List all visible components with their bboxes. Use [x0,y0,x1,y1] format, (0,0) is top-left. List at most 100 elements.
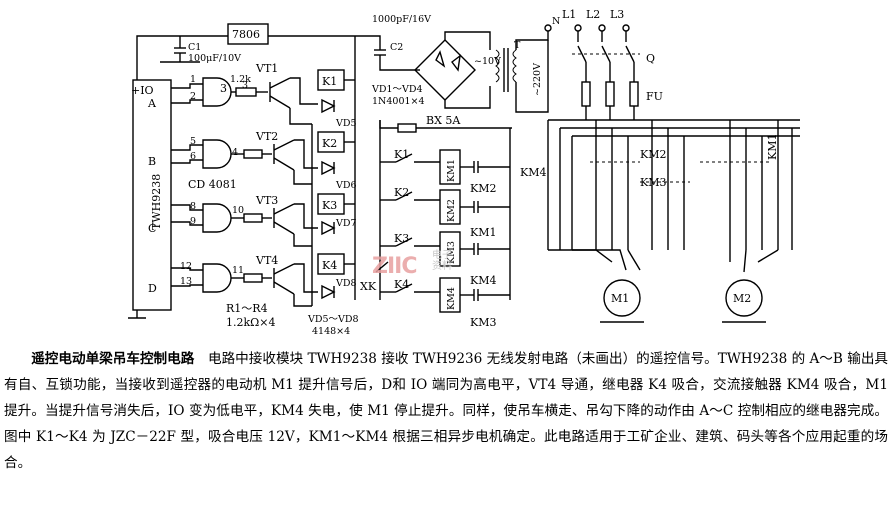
resistor-r3 [243,213,263,223]
coil-km4-label: KM4 [446,287,457,310]
bridge-label: VD1～VD4 [371,84,423,95]
switch-k3-label: K3 [394,232,409,245]
bridge-rectifier [414,39,476,101]
transformer-secondary [495,49,500,83]
vd5-label: VD5 [335,118,357,129]
relay-k2 [317,131,355,176]
vd6-label: VD6 [335,180,357,191]
and-gate-1 [202,77,232,107]
resistor-r4 [243,273,263,283]
phase-l2: L2 [586,8,600,21]
r1-value: 1.2k [230,74,251,85]
vt1-label: VT1 [255,62,278,75]
motor-m1-label: M1 [611,292,629,305]
and-gate-4 [202,263,232,293]
transistor-vt1 [269,77,291,109]
motor-m1 [603,279,641,317]
vd7-label: VD7 [335,218,357,229]
regulator-7806 [227,23,269,45]
relay-k1 [317,69,355,114]
main-km4: KM4 [520,166,546,179]
and-gate-3 [202,203,232,233]
interlock-contacts [460,161,510,301]
trans-t: T [514,40,521,51]
node-n: N [552,16,560,27]
vt2-label: VT2 [255,130,278,143]
transistor-vt3 [273,203,295,235]
coil-km1-label: KM1 [446,159,457,182]
circuit-diagram: TWH9238 +IO A B C D 7806 C1 100μF/10V 1 … [128,8,800,337]
pin-1: 1 [190,74,196,85]
phase-l3: L3 [610,8,624,21]
twh9238-label: TWH9238 [150,174,163,230]
pin-10: 10 [232,205,244,216]
relay-k4 [317,253,355,300]
fuse-bx [397,123,417,133]
and-gate-2 [202,139,232,169]
pin-8: 8 [190,201,196,212]
vt4-label: VT4 [255,254,278,267]
switch-k4-label: K4 [394,278,409,291]
twh9238-module [132,79,172,311]
trans-secondary: ~10V [474,56,501,67]
regulator-label: 7806 [232,28,260,41]
fuse-bx-label: BX 5A [426,114,461,127]
fu-label: FU [646,90,663,103]
switch-k4 [380,283,440,293]
watermark-sub2: 资料 [432,261,452,272]
pin-2: 2 [190,91,196,102]
pin-3: 3 [242,80,248,91]
q-label: Q [646,52,655,65]
watermark-sub1: 电子 [432,250,452,261]
c1-label: C1 [188,42,201,53]
interlock-km4: KM4 [470,274,496,287]
xk-label: XK [360,280,377,293]
c1-value: 100μF/10V [188,53,241,64]
resistors-range: R1～R4 [226,302,268,315]
relay-k3 [317,193,355,236]
diodes-type: 4148×4 [312,326,350,337]
pin-13: 13 [180,276,192,287]
coil-km2-label: KM2 [446,199,457,222]
interlock-km3: KM3 [470,316,496,329]
port-d: D [148,282,157,295]
pin-12: 12 [180,261,192,272]
main-km3: KM3 [640,176,666,189]
receiver-section: TWH9238 +IO A B C D 7806 C1 100μF/10V 1 … [128,23,359,337]
transformer-primary [512,49,517,83]
switch-k2-label: K2 [394,186,409,199]
interlock-km2: KM2 [470,182,496,195]
switch-k3 [380,237,440,247]
port-a: A [147,97,157,110]
pin-9: 9 [190,216,196,227]
k3-coil-label: K3 [322,199,337,212]
c2-value: 1000pF/16V [372,14,431,25]
k1-coil-label: K1 [322,75,337,88]
power-section: L1 L2 L3 Q FU [520,8,800,323]
watermark-logo: ZIIC [372,254,417,279]
switch-k1 [380,153,440,163]
k4-coil-label: K4 [322,259,337,272]
transistor-vt2 [273,139,295,171]
k2-coil-label: K2 [322,137,337,150]
motor-m2-label: M2 [733,292,751,305]
interlock-km1: KM1 [470,226,496,239]
port-io: +IO [131,84,154,97]
motor-m2 [725,279,763,317]
diodes-range: VD5～VD8 [307,314,359,325]
resistor-r2 [243,149,263,159]
gate-ic-label: CD 4081 [188,178,237,191]
pin-11: 11 [232,265,244,276]
port-b: B [148,155,156,168]
caption-body: 电路中接收模块 TWH9238 接收 TWH9236 无线发射电路（未画出）的遥… [4,351,889,471]
bridge-diode: 1N4001×4 [372,96,425,107]
main-km1: KM1 [766,134,779,160]
pin-3-mark: 3 [220,82,227,95]
switch-k2 [380,191,440,201]
phase-l1: L1 [562,8,576,21]
pin-6: 6 [190,151,196,162]
pin-4: 4 [232,147,238,158]
resistors-value: 1.2kΩ×4 [226,316,276,329]
port-c: C [148,222,156,235]
resistor-r1 [235,87,257,97]
